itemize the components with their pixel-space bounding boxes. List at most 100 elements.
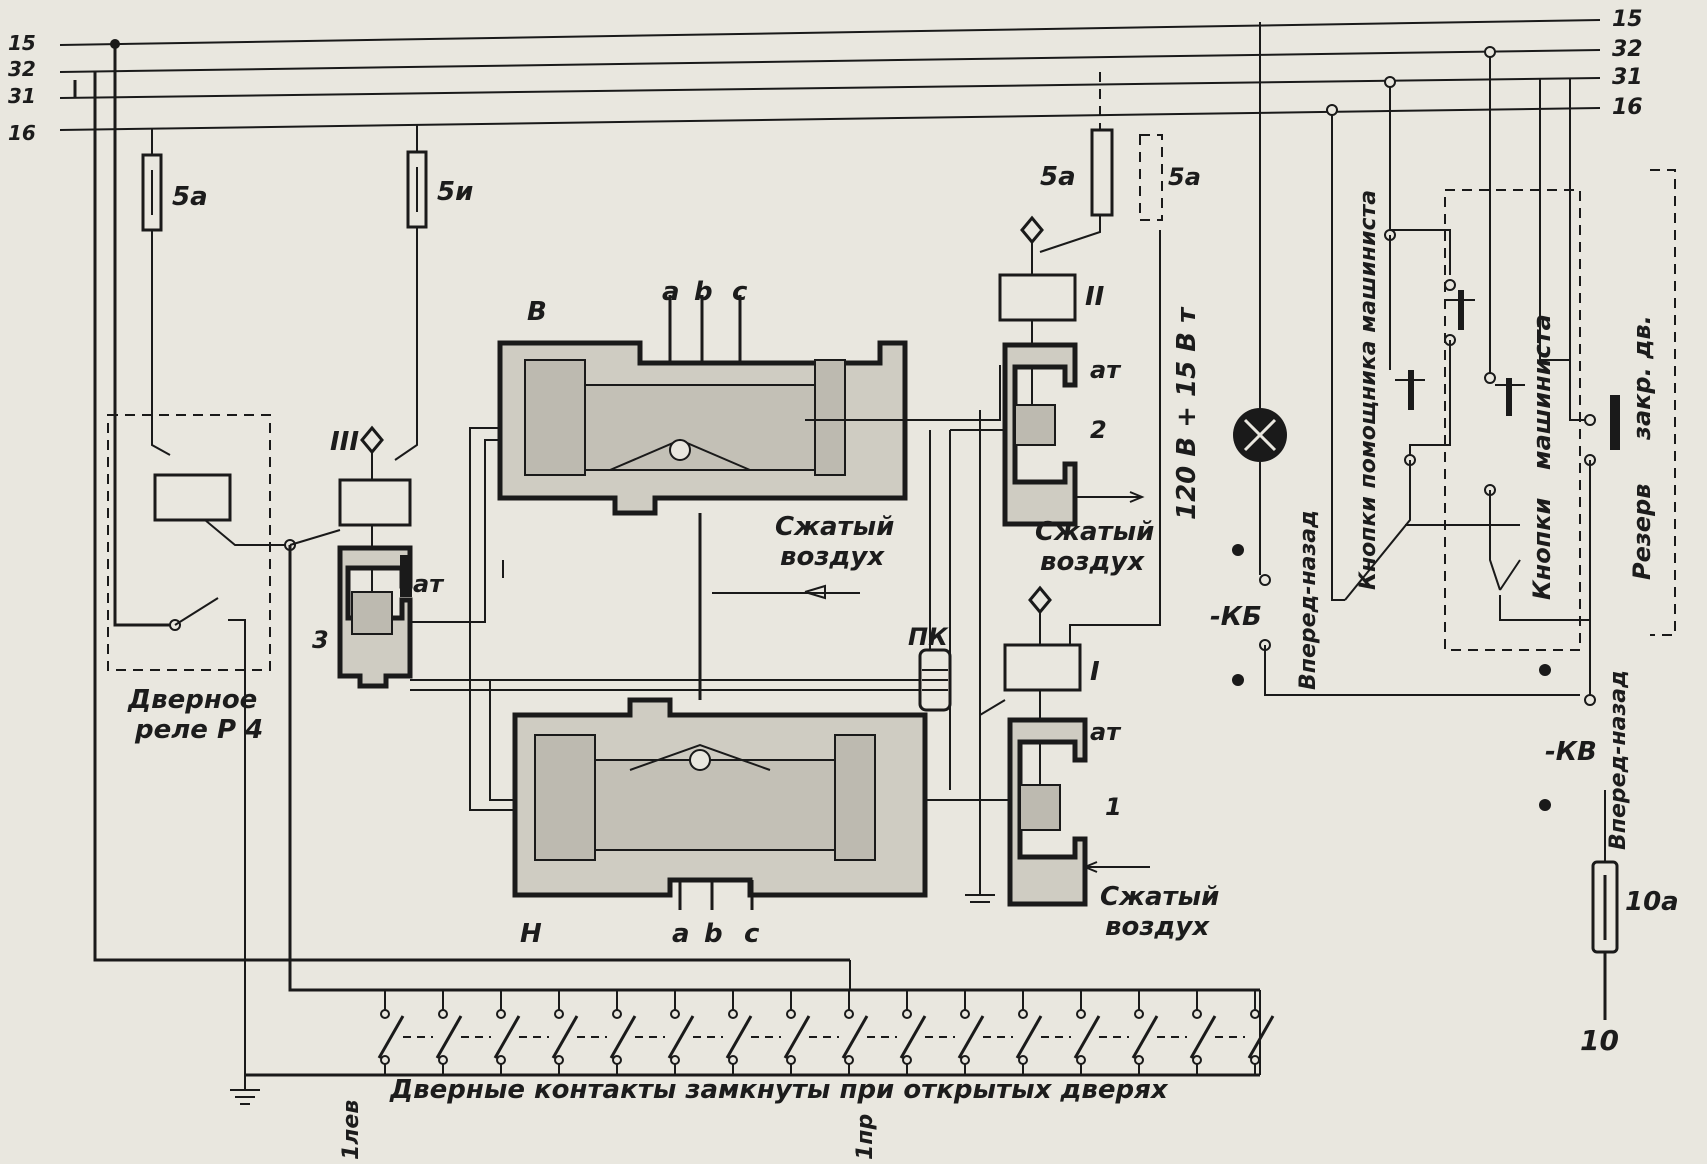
lower-cylinder-pivot xyxy=(689,749,711,771)
btn2-node-top xyxy=(1444,279,1456,291)
driver-buttons-label-1: Кнопки xyxy=(1528,497,1556,600)
door-contact xyxy=(957,990,1013,1075)
port-c-bottom-label: c xyxy=(744,919,760,949)
door-contact xyxy=(377,990,433,1075)
door-contact xyxy=(1073,990,1129,1075)
valve-i-at-label: ат xyxy=(1090,718,1122,746)
pipe-upper-to-valve-ii xyxy=(805,365,1001,421)
ground-symbol xyxy=(230,1075,260,1105)
wire-relay-contact xyxy=(113,44,175,627)
pipe-left-outer xyxy=(469,427,515,811)
kb-dot-2 xyxy=(1232,674,1244,686)
door-contact-node-top xyxy=(1250,1009,1260,1019)
bus-label-31-left: 31 xyxy=(8,84,36,108)
relay-label-line1: Дверное xyxy=(127,685,257,715)
door-contact-node-top xyxy=(1076,1009,1086,1019)
fuse-middle-lead-bottom xyxy=(394,227,418,461)
fuse-top-right-a-label: 5а xyxy=(1040,162,1076,192)
door-contact-blade xyxy=(725,1015,753,1059)
door-contact-blade xyxy=(493,1015,521,1059)
lower-cylinder-piston-right xyxy=(834,734,876,861)
pipe-valve3-lower xyxy=(410,679,515,801)
btn1-contact xyxy=(1408,370,1414,410)
door-contact-node-bottom xyxy=(554,1055,564,1065)
upper-cylinder-piston-right xyxy=(814,359,846,476)
air-bottom-line1: Сжатый xyxy=(1100,882,1219,912)
fuse-left-group: 5а xyxy=(141,128,208,456)
door-contact xyxy=(1131,990,1187,1075)
door-contact-blade xyxy=(667,1015,695,1059)
upper-cylinder-piston-left xyxy=(524,359,586,476)
bus-lines: 15 32 31 16 15 32 31 16 xyxy=(8,7,1643,145)
wire-door-contacts-top xyxy=(93,72,850,962)
driver-buttons-label-2: машиниста xyxy=(1528,314,1556,470)
voltage-label: 120 В + 15 В т xyxy=(1172,306,1202,520)
relay-contact-out xyxy=(228,619,246,1075)
bus-label-16-left: 16 xyxy=(8,121,36,145)
valve-iii-label: III xyxy=(330,427,359,457)
kb-label: -КБ xyxy=(1210,602,1262,632)
valve-iii-at-label: ат xyxy=(413,570,445,598)
pneumatic-piping xyxy=(410,365,1020,903)
wire-door-contacts-mid xyxy=(288,545,1260,992)
upper-cylinder-label: В xyxy=(527,297,547,327)
door-contact-node-bottom xyxy=(728,1055,738,1065)
door-contact-node-bottom xyxy=(1076,1055,1086,1065)
door-contact-node-bottom xyxy=(380,1055,390,1065)
label-first-left: 1лев xyxy=(339,1100,364,1160)
upper-cylinder-pivot xyxy=(669,439,691,461)
driver-switch-out xyxy=(1499,595,1590,621)
fuse-middle-label: 5и xyxy=(437,177,473,207)
relay-label-line2: реле Р 4 xyxy=(134,715,263,745)
assist-wire-top xyxy=(1389,80,1451,275)
door-contact-node-top xyxy=(380,1009,390,1019)
fuse-top-right-b xyxy=(1139,134,1163,221)
port-b-top-label: b xyxy=(694,277,713,307)
door-contact-blade xyxy=(377,1015,405,1059)
door-contact-node-bottom xyxy=(670,1055,680,1065)
kv-label: -КВ xyxy=(1545,737,1597,767)
door-contact-node-top xyxy=(554,1009,564,1019)
port-a-bottom-label: a xyxy=(672,919,690,949)
btn-switch-assistant xyxy=(1344,460,1411,601)
door-contact-node-top xyxy=(1134,1009,1144,1019)
bus-label-32-right: 32 xyxy=(1612,37,1643,62)
door-contact-node-bottom xyxy=(612,1055,622,1065)
lower-cylinder-bore xyxy=(594,759,836,851)
valve-i-coil xyxy=(1003,643,1082,692)
bus-label-15-left: 15 xyxy=(8,31,36,55)
bus-32 xyxy=(59,49,1601,73)
valve-ii-at-label: ат xyxy=(1090,356,1122,384)
door-contact xyxy=(493,990,549,1075)
fuse-left-lead-bottom xyxy=(151,230,171,456)
door-contact-blade xyxy=(841,1015,869,1059)
reserve-label-2: закр. дв. xyxy=(1628,315,1656,441)
bus-label-32-left: 32 xyxy=(8,57,36,81)
wire-to-valve-iii xyxy=(289,529,341,546)
reserve-node-1 xyxy=(1584,414,1596,426)
door-relay-coil-lead xyxy=(204,519,290,546)
kv-node-top xyxy=(1584,694,1596,706)
valve-i-ground-lead xyxy=(979,699,1006,716)
door-contact-node-top xyxy=(728,1009,738,1019)
port-b-bottom-label: b xyxy=(704,919,723,949)
door-contact-node-bottom xyxy=(844,1055,854,1065)
valve-ii-label: II xyxy=(1085,282,1105,312)
kv-dot-1 xyxy=(1539,664,1551,676)
door-contact-node-top xyxy=(1192,1009,1202,1019)
door-relay: Дверное реле Р 4 xyxy=(107,414,290,1075)
lower-cylinder: a b c Н xyxy=(512,697,928,949)
valve-i-label: I xyxy=(1090,657,1100,687)
valve-iii-cap xyxy=(360,425,384,455)
fuse-tr-a-lead xyxy=(1039,215,1101,253)
lamp-cross-2 xyxy=(1243,418,1277,452)
door-contact xyxy=(899,990,955,1075)
bus-label-31-right: 31 xyxy=(1612,65,1643,90)
fuse-left-label: 5а xyxy=(172,182,208,212)
assist-wire-left xyxy=(1331,108,1345,601)
door-contact-blade xyxy=(551,1015,579,1059)
air-right-line2: воздух xyxy=(1040,547,1145,577)
door-contact-node-bottom xyxy=(1134,1055,1144,1065)
air-center-line1: Сжатый xyxy=(775,512,894,542)
